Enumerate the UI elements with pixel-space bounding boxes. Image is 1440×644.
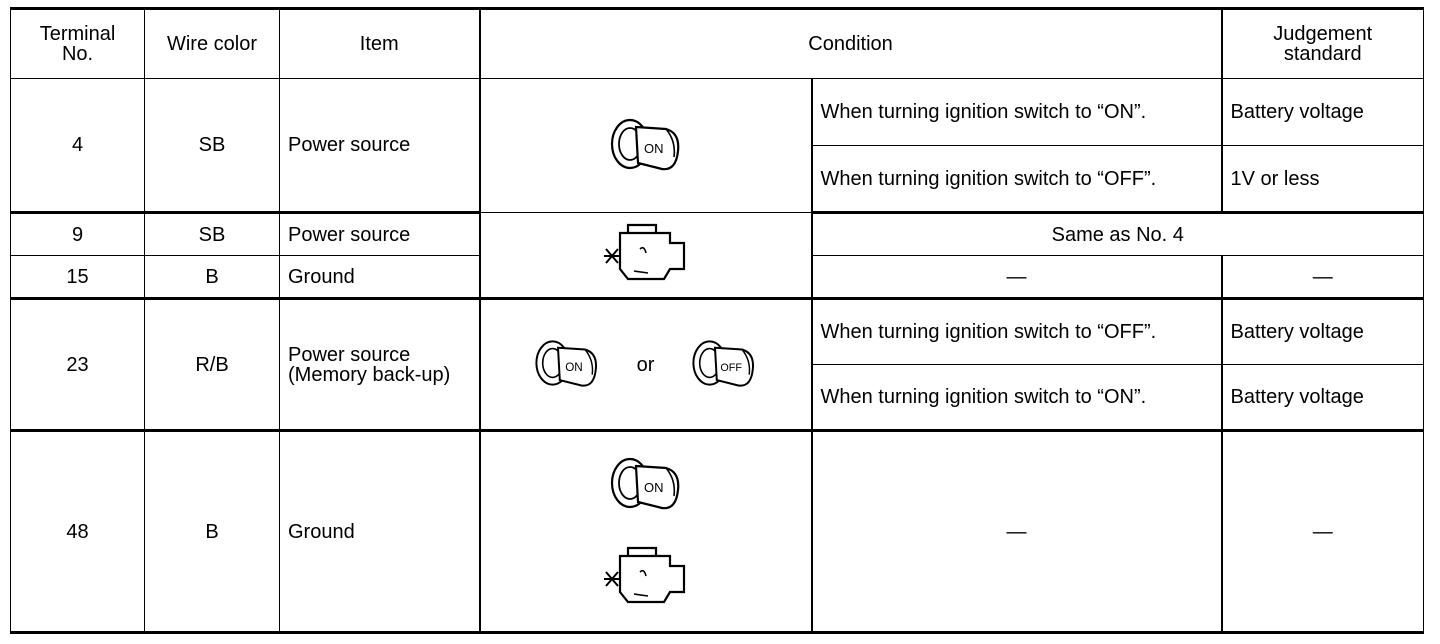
terminal-spec-document: Terminal No. Wire color Item Condition J… <box>10 7 1425 634</box>
svg-text:ON: ON <box>565 361 583 374</box>
item-name: Ground <box>279 429 480 634</box>
terminal-no: 15 <box>10 255 145 299</box>
engine-icon <box>481 542 811 614</box>
ignition-key-on-icon: ON <box>606 111 686 181</box>
condition-icon-cell <box>478 212 812 299</box>
judgement-value: Battery voltage <box>1220 297 1425 365</box>
table-row: 48 B Ground ON <box>10 429 1425 634</box>
judgement-value: 1V or less <box>1220 145 1425 213</box>
condition-icon-cell: ON <box>478 429 812 634</box>
terminal-no: 4 <box>10 78 145 213</box>
condition-text: — <box>810 255 1223 299</box>
header-judgement: Judgement standard <box>1220 7 1425 79</box>
terminal-no: 9 <box>10 211 145 256</box>
header-item: Item <box>279 7 480 79</box>
header-row: Terminal No. Wire color Item Condition J… <box>10 7 1425 79</box>
header-condition: Condition <box>478 7 1223 79</box>
terminal-no: 23 <box>10 297 145 431</box>
condition-text: — <box>810 429 1223 634</box>
wire-color: R/B <box>144 297 280 431</box>
wire-color: B <box>144 255 280 299</box>
svg-text:ON: ON <box>644 480 664 495</box>
svg-text:ON: ON <box>644 141 664 156</box>
svg-text:OFF: OFF <box>720 362 742 374</box>
table-row: 4 SB Power source ON When turning igniti… <box>10 78 1425 213</box>
condition-text: When turning ignition switch to “OFF”. <box>810 145 1223 213</box>
judgement-value: Battery voltage <box>1220 364 1425 431</box>
table-row: When turning ignition switch to “ON”. Ba… <box>11 364 1425 431</box>
judgement-value: Battery voltage <box>1220 78 1425 146</box>
item-name: Power source <box>279 211 480 256</box>
item-name: Power source (Memory back-up) <box>279 297 480 431</box>
item-name: Power source <box>279 78 480 213</box>
condition-icon-cell: ON or OFF <box>478 297 812 431</box>
engine-icon <box>600 219 692 291</box>
judgement-value: — <box>1220 255 1425 299</box>
terminal-no: 48 <box>10 429 145 634</box>
wire-color: SB <box>144 211 280 256</box>
condition-text: When turning ignition switch to “OFF”. <box>810 297 1223 365</box>
ignition-key-on-icon: ON <box>481 450 811 520</box>
condition-text: When turning ignition switch to “ON”. <box>810 364 1223 431</box>
table-row: 15 B Ground — — <box>10 255 1425 299</box>
judgement-value: — <box>1220 429 1425 634</box>
ignition-key-on-icon: ON <box>531 332 603 398</box>
or-label: or <box>636 353 655 376</box>
condition-icon-cell: ON <box>478 78 812 213</box>
ignition-key-off-icon: OFF <box>688 332 760 398</box>
table-row: 9 SB Power source Same as No. 4 <box>10 211 1425 299</box>
item-name: Ground <box>279 255 480 299</box>
condition-same-as: Same as No. 4 <box>810 211 1425 256</box>
table-row: 23 R/B Power source (Memory back-up) ON … <box>10 297 1425 431</box>
wire-color: SB <box>144 78 280 213</box>
header-wire-color: Wire color <box>144 7 280 79</box>
terminal-spec-table: Terminal No. Wire color Item Condition J… <box>10 7 1425 634</box>
wire-color: B <box>144 429 280 634</box>
condition-text: When turning ignition switch to “ON”. <box>810 78 1223 146</box>
table-row: When turning ignition switch to “OFF”. 1… <box>11 145 1425 213</box>
header-terminal: Terminal No. <box>10 7 145 79</box>
